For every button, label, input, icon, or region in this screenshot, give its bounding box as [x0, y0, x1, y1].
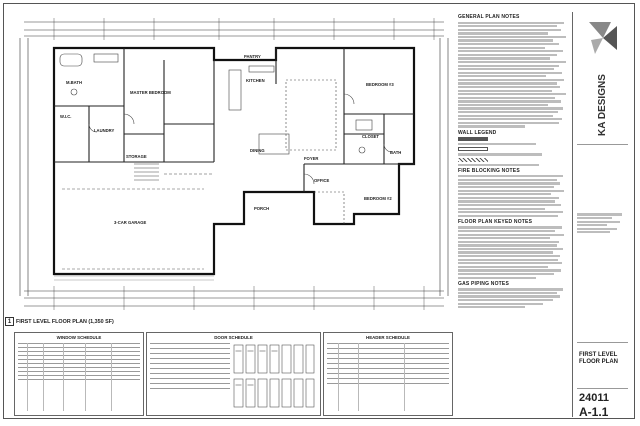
general-plan-notes-heading: GENERAL PLAN NOTES — [458, 14, 520, 20]
brand-name: KA DESIGNS — [597, 74, 608, 136]
kitchen-island — [228, 69, 242, 111]
room-label-foyer: FOYER — [304, 156, 318, 161]
room-label-dining: DINING — [250, 148, 265, 153]
room-label-bedroom-2: BEDROOM #2 — [364, 196, 392, 201]
window-schedule-title: WINDOW SCHEDULE — [56, 335, 102, 340]
room-label-laundry: LAUNDRY — [94, 128, 115, 133]
gas-piping-notes-heading: GAS PIPING NOTES — [458, 280, 509, 287]
room-label-pantry: PANTRY — [244, 54, 261, 59]
door-schedule-title: DOOR SCHEDULE — [214, 335, 253, 340]
room-label-closet: CLOSET — [362, 134, 379, 139]
door-schedule: DOOR SCHEDULE — [146, 332, 321, 416]
great-room-ceiling — [285, 79, 337, 151]
room-label-storage: STORAGE — [126, 154, 147, 159]
floor-plan-drawing: M.BATH MASTER BEDROOM PANTRY KITCHEN BED… — [19, 18, 449, 310]
ka-designs-logo: KA DESIGNS — [589, 22, 617, 136]
room-label-garage: 3-CAR GARAGE — [114, 220, 147, 225]
room-label-office: OFFICE — [314, 178, 330, 183]
exterior-wall — [52, 46, 416, 276]
sheet-title: FIRST LEVEL FLOOR PLAN — [579, 352, 618, 365]
title-block: KA DESIGNS FIRST LEVEL FLOOR PLAN 24011 … — [572, 12, 632, 419]
floor-plan-keyed-notes-heading: FLOOR PLAN KEYED NOTES — [458, 218, 533, 225]
bathtub — [59, 53, 83, 67]
room-label-master-bath: M.BATH — [66, 80, 82, 85]
room-label-bath: BATH — [390, 150, 401, 155]
detail-number-badge: 1 — [5, 317, 14, 326]
room-label-porch: PORCH — [254, 206, 269, 211]
window-schedule: WINDOW SCHEDULE — [14, 332, 144, 416]
room-label-master-bedroom: MASTER BEDROOM — [130, 90, 171, 95]
wall-legend-heading: WALL LEGEND — [458, 129, 497, 136]
header-schedule-title: HEADER SCHEDULE — [366, 335, 410, 340]
room-label-bedroom-3: BEDROOM #3 — [366, 82, 394, 87]
door-elevations — [233, 344, 315, 408]
plan-title: FIRST LEVEL FLOOR PLAN (1,350 SF) — [16, 319, 114, 325]
project-number: 24011 — [579, 392, 609, 404]
sheet-number: A-1.1 — [579, 405, 609, 419]
fire-blocking-notes-heading: FIRE BLOCKING NOTES — [458, 167, 520, 174]
notes-column: GENERAL PLAN NOTES WALL LEGEND FIRE BLOC… — [458, 12, 570, 417]
header-schedule: HEADER SCHEDULE — [323, 332, 453, 416]
drawing-sheet — [3, 3, 635, 419]
room-label-kitchen: KITCHEN — [246, 78, 265, 83]
room-label-wic: W.I.C. — [60, 114, 71, 119]
toilet — [70, 88, 78, 96]
